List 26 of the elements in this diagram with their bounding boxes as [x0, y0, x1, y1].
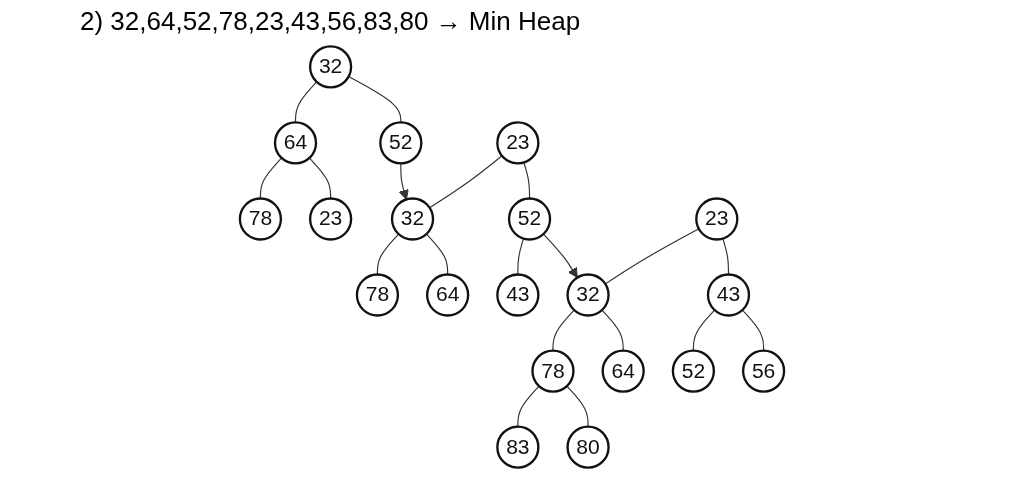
node-circle: 32	[308, 45, 353, 89]
node-circle: 78	[355, 273, 400, 317]
connector	[294, 81, 318, 123]
arrow	[542, 233, 578, 279]
node-circle: 23	[695, 197, 739, 241]
node-circle: 56	[741, 349, 786, 393]
node-circle: 64	[273, 121, 318, 165]
connector	[348, 76, 402, 123]
node-circle: 83	[496, 425, 540, 469]
node-circle: 80	[566, 425, 610, 469]
title: 2) 32,64,52,78,23,43,56,83,80 → Min Heap	[80, 6, 581, 37]
node-circle: 43	[706, 273, 751, 317]
node-circle: 32	[390, 197, 435, 241]
node-circle: 78	[531, 349, 575, 393]
node-circle: 52	[379, 121, 423, 165]
node-circle: 78	[238, 197, 283, 241]
node-circle: 64	[425, 273, 470, 317]
node-circle: 52	[671, 349, 716, 393]
connector	[429, 155, 503, 209]
node-circle: 52	[507, 197, 552, 241]
node-circle: 64	[601, 349, 645, 393]
node-circle: 43	[496, 273, 540, 317]
connector	[604, 228, 700, 285]
node-circle: 32	[566, 273, 610, 317]
node-circle: 23	[496, 121, 540, 165]
node-circle: 23	[308, 197, 353, 241]
